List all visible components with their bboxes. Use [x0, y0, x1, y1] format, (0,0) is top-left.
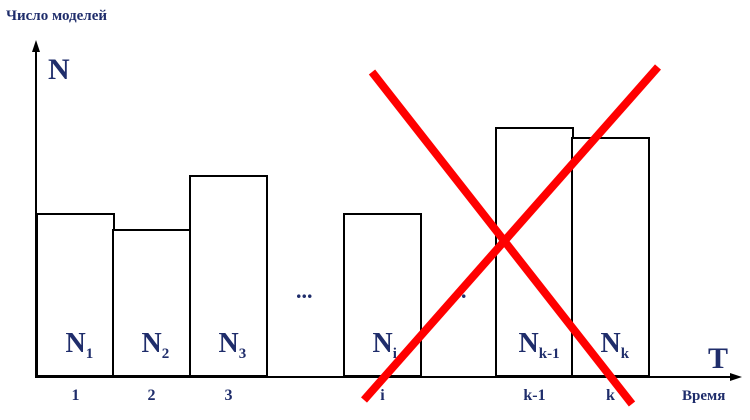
bar-3 [189, 175, 268, 377]
bar-symbol-2: N2 [142, 328, 170, 362]
y-axis-arrow [32, 40, 40, 52]
bar-k [571, 137, 650, 377]
bar-symbol-i: Ni [373, 328, 397, 362]
bar-i [343, 213, 422, 377]
x-tick-label-2: 2 [148, 387, 156, 404]
red-cross [361, 64, 661, 407]
bar-symbol-k-1: Nk-1 [519, 328, 560, 362]
x-tick-label-3: 3 [225, 387, 233, 404]
x-axis-arrow [730, 373, 742, 381]
bar-1 [36, 213, 115, 377]
bar-symbol-1: N1 [66, 328, 94, 362]
x-tick-label-k: k [606, 387, 615, 404]
x-axis-symbol: T [708, 342, 728, 375]
y-axis-title: Число моделей [6, 8, 107, 24]
cross-stroke-2 [361, 64, 661, 403]
x-tick-label-k-1: k-1 [523, 387, 545, 404]
bar-symbol-k: Nk [601, 328, 630, 362]
ellipsis-main: ... [296, 278, 313, 303]
x-tick-label-i: i [380, 387, 385, 404]
bar-symbol-3: N3 [219, 328, 247, 362]
bars-group: N1 1 N2 2 N3 3 Ni i Nk-1 k-1 Nk k [36, 127, 650, 404]
y-axis-symbol: N [48, 53, 70, 86]
x-tick-label-1: 1 [72, 387, 80, 404]
x-axis-title: Время [682, 388, 725, 404]
